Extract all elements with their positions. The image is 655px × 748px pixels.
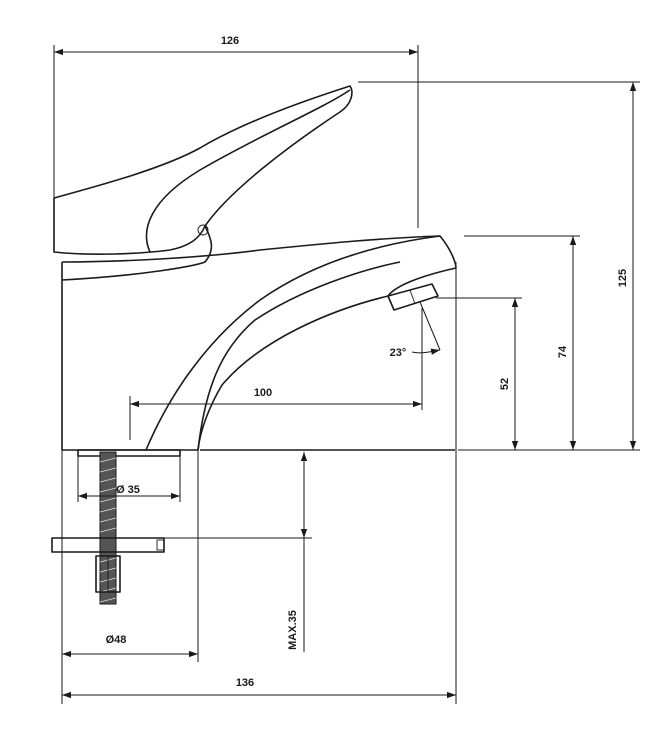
faucet-body [51,85,457,605]
label-diameter-35: Ø 35 [116,484,140,496]
label-74: 74 [557,345,569,358]
label-52: 52 [499,378,511,390]
spout-outline [145,235,457,451]
lever-inner-curve [145,89,351,253]
plate-tab [156,539,165,551]
lever-handle [53,85,353,255]
label-126: 126 [221,35,239,47]
aerator [387,283,439,311]
aerator-line [409,289,416,305]
angle-arc [411,348,441,355]
label-max-35: MAX.35 [287,610,299,650]
lever-body-curve [61,225,213,281]
body-outline [61,261,401,451]
label-100: 100 [254,387,272,399]
angle-line [419,301,441,351]
base-flange [77,449,181,457]
label-136: 136 [236,677,254,689]
lever-pivot [197,224,209,236]
dimension-lines [53,45,640,704]
label-23-deg: 23° [390,347,407,359]
label-diameter-48: Ø48 [106,634,127,646]
dimension-labels: 126 125 74 52 100 23° Ø 35 MAX.35 Ø48 13… [106,35,629,689]
label-125: 125 [617,269,629,287]
spout-top-edge [61,235,441,263]
